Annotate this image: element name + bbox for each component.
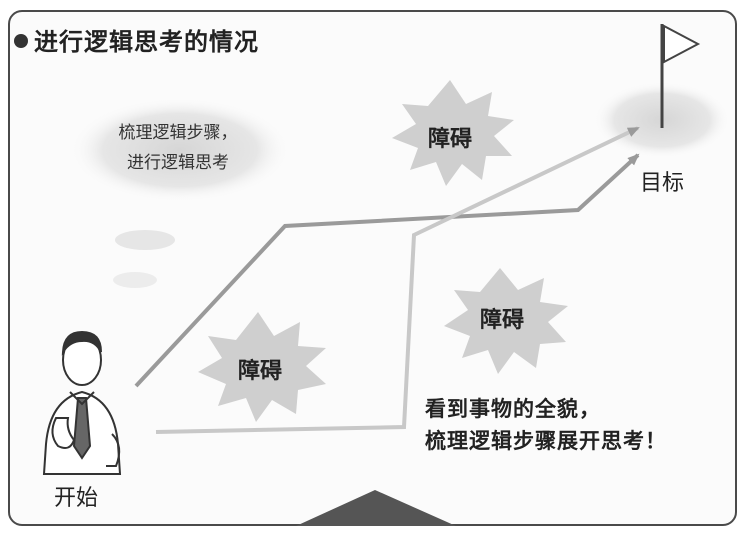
obstacle-label-top: 障碍 — [428, 127, 473, 152]
note-line-2: 梳理逻辑步骤展开思考！ — [425, 429, 667, 453]
thought-cloud — [70, 98, 290, 202]
obstacle-burst-left — [198, 312, 326, 422]
thought-cloud-text: 梳理逻辑步骤， 进行逻辑思考 — [108, 118, 248, 178]
obstacle-burst-right — [444, 268, 568, 374]
winding-path — [155, 126, 640, 434]
cloud-line-1: 梳理逻辑步骤， — [118, 123, 238, 143]
obstacle-burst-top — [392, 80, 514, 186]
obstacle-label-right: 障碍 — [480, 308, 525, 333]
cloud-puff — [115, 230, 175, 250]
page-title: 进行逻辑思考的情况 — [14, 22, 259, 57]
summary-note: 看到事物的全貌， 梳理逻辑步骤展开思考！ — [425, 393, 667, 457]
bottom-arrow-icon — [296, 490, 456, 526]
note-line-1: 看到事物的全貌， — [425, 397, 601, 421]
obstacle-label-left: 障碍 — [238, 359, 283, 384]
goal-label: 目标 — [640, 171, 685, 196]
title-text: 进行逻辑思考的情况 — [34, 28, 259, 56]
person-icon — [42, 330, 122, 475]
bullet-icon — [14, 34, 28, 48]
cloud-line-2: 进行逻辑思考 — [127, 153, 229, 173]
cloud-puff — [113, 272, 157, 288]
start-label: 开始 — [54, 486, 99, 511]
logical-path — [134, 153, 640, 388]
flag-icon — [663, 24, 701, 64]
